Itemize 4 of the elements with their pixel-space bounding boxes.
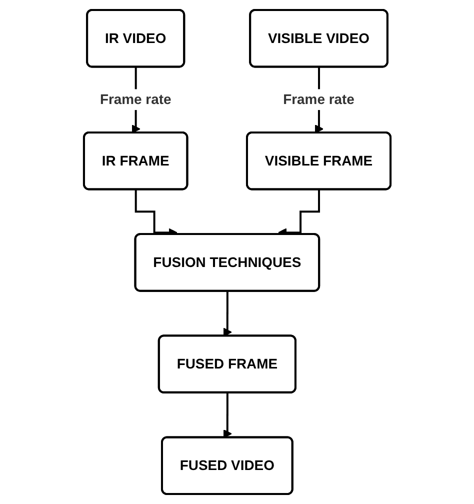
arrow <box>222 290 232 337</box>
edge-label: Frame rate <box>282 91 354 108</box>
edge-label: Frame rate <box>100 91 171 108</box>
arrow <box>222 392 232 438</box>
